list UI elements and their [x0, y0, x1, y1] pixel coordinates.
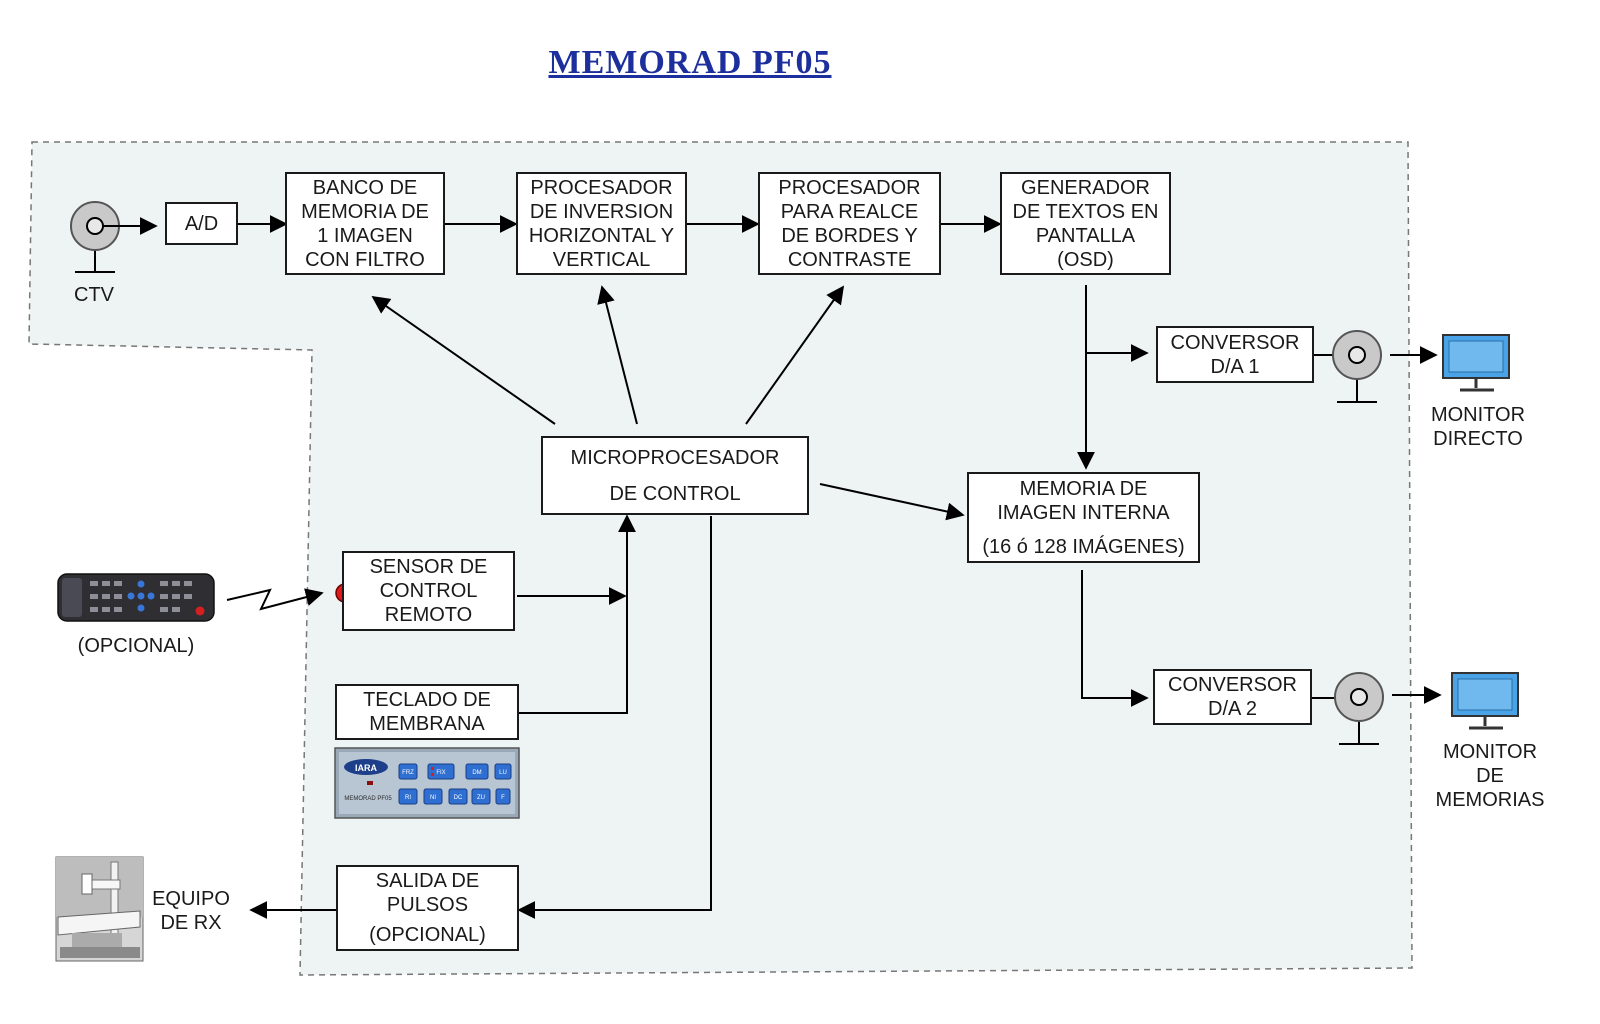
block-text: PULSOS — [386, 894, 469, 916]
arrow-micro-memoria — [819, 483, 965, 521]
block-sensor-remoto: SENSOR DE CONTROL REMOTO — [342, 551, 515, 631]
block-text: A/D — [184, 212, 219, 235]
label-text: DIRECTO — [1433, 428, 1523, 450]
label-text: DE RX — [160, 912, 222, 934]
label-text: MONITOR — [1430, 404, 1526, 426]
block-text: CONVERSOR — [1168, 674, 1297, 696]
keypad-key: FIX — [436, 770, 445, 776]
block-text: BANCO DE — [312, 176, 418, 199]
block-salida-pulsos: SALIDA DE PULSOS (OPCIONAL) — [336, 865, 519, 951]
label-text: DE — [1476, 765, 1504, 787]
block-text: DE BORDES Y — [781, 224, 918, 247]
block-text: MEMORIA DE — [301, 200, 429, 223]
keypad-key: FRZ — [402, 770, 414, 776]
block-text: DE TEXTOS EN — [1012, 200, 1159, 223]
block-text: CONTRASTE — [787, 248, 912, 271]
ctv-connector-icon — [70, 201, 120, 273]
block-text: SALIDA DE — [375, 870, 480, 892]
label-text: MONITOR — [1442, 741, 1538, 763]
block-text: TECLADO DE — [363, 689, 491, 711]
block-microprocesador: MICROPROCESADOR DE CONTROL — [541, 436, 809, 515]
keypad-model: MEMORAD PF05 — [344, 796, 392, 802]
block-text: PROCESADOR — [530, 176, 673, 199]
keypad-key: ZU — [477, 795, 485, 801]
block-ad: A/D — [165, 202, 238, 245]
keypad-key: NI — [430, 795, 436, 801]
keypad-key: F — [501, 795, 505, 801]
label-equipo-rx: EQUIPO DE RX — [143, 887, 239, 935]
xray-equipment-photo — [55, 856, 144, 962]
label-text: EQUIPO — [152, 888, 230, 910]
label-monitor-memorias: MONITOR DE MEMORIAS — [1428, 740, 1552, 812]
block-text: D/A 2 — [1208, 698, 1257, 720]
block-text: CONTROL — [379, 580, 478, 602]
block-text: PROCESADOR — [778, 176, 921, 199]
block-memoria-interna: MEMORIA DE IMAGEN INTERNA (16 ó 128 IMÁG… — [967, 472, 1200, 563]
output-connector-2-icon — [1334, 672, 1384, 745]
output-connector-1-icon — [1332, 330, 1382, 403]
arrow-memoria-da2 — [1081, 570, 1149, 707]
block-text: CONVERSOR — [1170, 331, 1300, 354]
system-boundary — [28, 141, 1413, 976]
block-text: 1 IMAGEN — [317, 224, 413, 247]
keypad-key: DM — [472, 770, 481, 776]
ir-signal-zigzag — [226, 588, 324, 611]
block-conversor-da2: CONVERSOR D/A 2 — [1153, 669, 1312, 725]
label-text: CTV — [74, 284, 114, 306]
block-text: HORIZONTAL Y — [528, 224, 675, 247]
arrow-micro-realce — [745, 285, 845, 425]
monitor-memorias-icon — [1451, 672, 1519, 730]
block-text: (OPCIONAL) — [369, 924, 486, 946]
label-opcional: (OPCIONAL) — [64, 634, 208, 658]
block-text: PARA REALCE — [780, 200, 919, 223]
arrow-micro-banco — [371, 295, 556, 425]
arrow-teclado-micro — [519, 514, 636, 714]
block-text: PANTALLA — [1035, 224, 1136, 247]
arrow-micro-inversion — [597, 285, 638, 425]
block-banco-memoria: BANCO DE MEMORIA DE 1 IMAGEN CON FILTRO — [285, 172, 445, 275]
block-text: VERTICAL — [552, 248, 651, 271]
keypad-photo: IARA MEMORAD PF05 FRZ FIX DM LU RI NI DC… — [334, 747, 520, 819]
page-title: MEMORAD PF05 — [548, 44, 832, 81]
block-procesador-inversion: PROCESADOR DE INVERSION HORIZONTAL Y VER… — [516, 172, 687, 275]
block-text: (16 ó 128 IMÁGENES) — [982, 535, 1185, 558]
block-text: (OSD) — [1057, 248, 1114, 271]
arrow-micro-salida — [517, 516, 712, 919]
block-text: IMAGEN INTERNA — [997, 501, 1170, 524]
block-text: MEMBRANA — [369, 713, 485, 735]
block-conversor-da1: CONVERSOR D/A 1 — [1156, 326, 1314, 383]
monitor-directo-icon — [1442, 334, 1510, 392]
block-text: CON FILTRO — [305, 248, 425, 271]
block-generador-osd: GENERADOR DE TEXTOS EN PANTALLA (OSD) — [1000, 172, 1171, 275]
remote-control-icon — [57, 573, 215, 622]
block-text: GENERADOR — [1021, 176, 1150, 199]
block-teclado-membrana: TECLADO DE MEMBRANA — [335, 684, 519, 740]
label-text: MEMORIAS — [1435, 789, 1545, 811]
keypad-key: DC — [454, 795, 463, 801]
block-procesador-realce: PROCESADOR PARA REALCE DE BORDES Y CONTR… — [758, 172, 941, 275]
block-text: MICROPROCESADOR — [570, 446, 780, 469]
block-text: MEMORIA DE — [1019, 477, 1148, 500]
label-ctv: CTV — [62, 283, 126, 307]
label-monitor-directo: MONITOR DIRECTO — [1418, 403, 1538, 451]
keypad-key: LU — [499, 770, 507, 776]
block-text: D/A 1 — [1210, 355, 1260, 378]
block-text: SENSOR DE — [369, 556, 488, 578]
keypad-brand: IARA — [355, 763, 377, 773]
label-text: (OPCIONAL) — [77, 635, 195, 657]
block-text: DE INVERSION — [529, 200, 674, 223]
keypad-key: RI — [405, 795, 411, 801]
block-text: DE CONTROL — [609, 482, 741, 505]
block-text: REMOTO — [384, 604, 473, 626]
